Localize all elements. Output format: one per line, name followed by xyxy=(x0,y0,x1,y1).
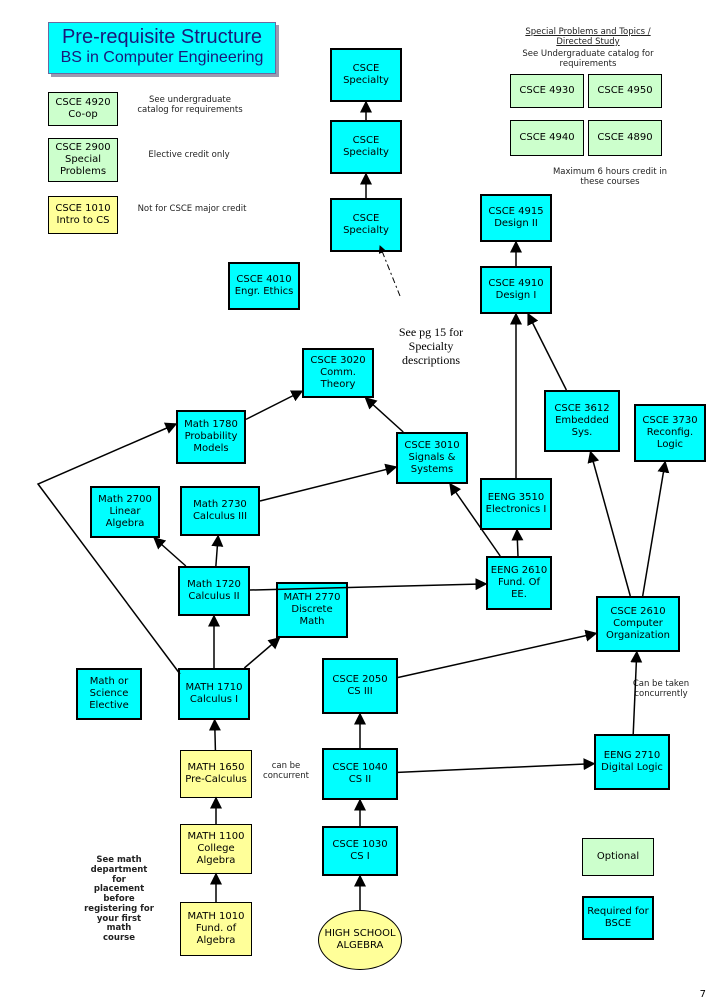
note-special-catalog: See Undergraduate catalog for requiremen… xyxy=(522,49,654,69)
edge-math1720-math2700 xyxy=(153,537,187,567)
node-csce4920: CSCE 4920 Co-op xyxy=(48,92,118,126)
note-max-hours: Maximum 6 hours credit in these courses xyxy=(552,167,668,187)
node-csce3020: CSCE 3020 Comm. Theory xyxy=(302,348,374,398)
page-number: 7 xyxy=(699,989,706,1000)
node-math1780: Math 1780 Probability Models xyxy=(176,410,246,464)
note-specialty-descriptions: See pg 15 for Specialty descriptions xyxy=(398,325,464,367)
legend-optional: Optional xyxy=(582,838,654,876)
node-csce3612: CSCE 3612 Embedded Sys. xyxy=(544,390,620,452)
specialty-dashed-pointer xyxy=(378,245,401,297)
node-csce1030: CSCE 1030 CS I xyxy=(322,826,398,876)
node-eeng2710: EENG 2710 Digital Logic xyxy=(594,734,670,790)
edge-csce1040-eeng2710 xyxy=(397,758,596,774)
edge-math2730-csce3010 xyxy=(259,463,398,502)
edge-math1720-math2730 xyxy=(211,534,224,567)
node-csce4910: CSCE 4910 Design I xyxy=(480,266,552,314)
title-line-2: BS in Computer Engineering xyxy=(60,49,264,66)
title-line-1: Pre-requisite Structure xyxy=(61,26,263,48)
diagram-title: Pre-requisite Structure BS in Computer E… xyxy=(48,22,276,74)
edge-math1780-csce3020 xyxy=(245,390,304,421)
node-math1710: MATH 1710 Calculus I xyxy=(178,668,250,720)
node-csce2900: CSCE 2900 Special Problems xyxy=(48,138,118,182)
node-csce1010: CSCE 1010 Intro to CS xyxy=(48,196,118,234)
node-math1650: MATH 1650 Pre-Calculus xyxy=(180,750,252,798)
node-specialty-3: CSCE Specialty xyxy=(330,198,402,252)
edge-math1710-math2770 xyxy=(243,637,281,669)
node-math-science-elective: Math or Science Elective xyxy=(76,668,142,720)
node-csce4010: CSCE 4010 Engr. Ethics xyxy=(228,262,300,310)
edge-math1710-math1780 xyxy=(36,422,181,675)
node-csce4940: CSCE 4940 xyxy=(510,120,584,156)
node-csce4950: CSCE 4950 xyxy=(588,74,662,108)
node-specialty-1: CSCE Specialty xyxy=(330,48,402,102)
node-high-school-algebra: HIGH SCHOOL ALGEBRA xyxy=(318,910,402,970)
node-specialty-2: CSCE Specialty xyxy=(330,120,402,174)
node-eeng2610: EENG 2610 Fund. Of EE. xyxy=(486,556,552,610)
node-math1010: MATH 1010 Fund. of Algebra xyxy=(180,902,252,956)
node-math1720: Math 1720 Calculus II xyxy=(178,566,250,616)
legend-required: Required for BSCE xyxy=(582,896,654,940)
edge-csce2610-csce3730 xyxy=(641,460,670,597)
note-coop: See undergraduate catalog for requiremen… xyxy=(137,95,243,115)
node-csce3730: CSCE 3730 Reconfig. Logic xyxy=(634,404,706,462)
node-csce1040: CSCE 1040 CS II xyxy=(322,748,398,800)
node-eeng3510: EENG 3510 Electronics I xyxy=(480,478,552,530)
edge-csce3010-csce3020 xyxy=(364,396,404,433)
node-csce4930: CSCE 4930 xyxy=(510,74,584,108)
note-intro: Not for CSCE major credit xyxy=(137,204,247,214)
node-csce2050: CSCE 2050 CS III xyxy=(322,658,398,714)
note-math-department: See math department for placement before… xyxy=(84,855,154,944)
edge-csce2050-csce2610 xyxy=(397,629,598,679)
node-csce4915: CSCE 4915 Design II xyxy=(480,194,552,242)
note-special-heading: Special Problems and Topics / Directed S… xyxy=(525,27,651,47)
note-concurrent-1: can be concurrent xyxy=(263,761,309,781)
node-math2700: Math 2700 Linear Algebra xyxy=(90,486,160,538)
node-math2730: Math 2730 Calculus III xyxy=(180,486,260,536)
edge-csce2610-csce3612 xyxy=(587,450,631,597)
edge-math1650-math1710 xyxy=(208,718,221,751)
node-csce2610: CSCE 2610 Computer Organization xyxy=(596,596,680,652)
note-special: Elective credit only xyxy=(148,150,230,160)
node-csce4890: CSCE 4890 xyxy=(588,120,662,156)
node-csce3010: CSCE 3010 Signals & Systems xyxy=(396,432,468,484)
edge-eeng2610-eeng3510 xyxy=(511,528,524,557)
note-concurrent-2: Can be taken concurrently xyxy=(632,679,690,699)
node-math1100: MATH 1100 College Algebra xyxy=(180,824,252,874)
node-math2770: MATH 2770 Discrete Math xyxy=(276,582,348,638)
edge-csce3612-csce4910 xyxy=(527,312,568,391)
